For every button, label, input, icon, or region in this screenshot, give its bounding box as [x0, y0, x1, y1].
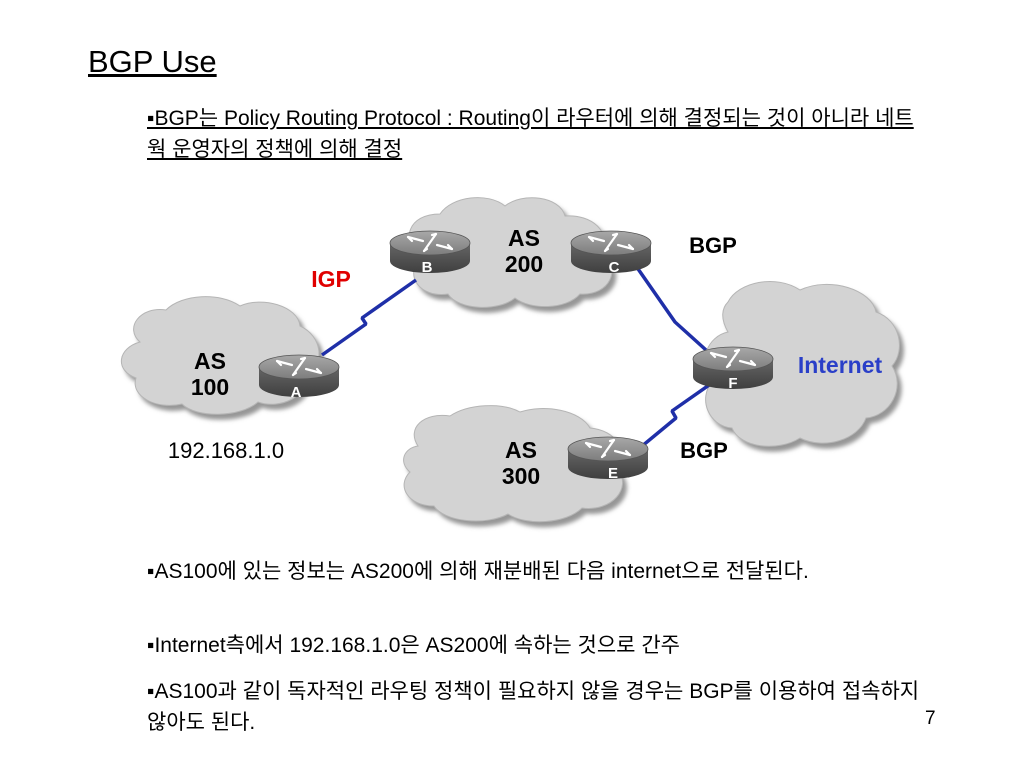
- as200-label-line2: 200: [505, 251, 543, 277]
- igp-label: IGP: [311, 266, 351, 292]
- page-title: BGP Use: [88, 44, 217, 79]
- bullet-bgp-policy: ▪BGP는 Policy Routing Protocol : Routing이…: [147, 107, 914, 161]
- router-b-label: B: [422, 259, 433, 276]
- router-a-label: A: [291, 384, 302, 401]
- router-e: E: [566, 435, 650, 482]
- router-e-label: E: [608, 465, 618, 482]
- link-a-b-igp: [320, 278, 418, 357]
- as300-label-line2: 300: [502, 463, 540, 489]
- router-b: B: [388, 229, 472, 276]
- router-c-label: C: [609, 259, 620, 276]
- as200-label-line1: AS: [508, 225, 540, 251]
- as100-label-line2: 100: [191, 374, 229, 400]
- cloud-as300: [403, 405, 624, 523]
- bgp-label-bottom: BGP: [680, 438, 728, 463]
- network-address-label: 192.168.1.0: [168, 438, 284, 463]
- internet-label: Internet: [798, 352, 883, 378]
- router-c: C: [569, 229, 653, 276]
- link-e-f: [628, 374, 724, 458]
- bullet-internet-view: ▪Internet측에서 192.168.1.0은 AS200에 속하는 것으로…: [147, 634, 680, 657]
- as300-label-line1: AS: [505, 437, 537, 463]
- page-number: 7: [925, 708, 936, 729]
- bullet-redistribution: ▪AS100에 있는 정보는 AS200에 의해 재분배된 다음 interne…: [147, 560, 809, 583]
- router-a: A: [257, 353, 341, 401]
- as100-label-line1: AS: [194, 348, 226, 374]
- link-c-f: [634, 264, 708, 352]
- bullet-no-bgp-needed: ▪AS100과 같이 독자적인 라우팅 정책이 필요하지 않을 경우는 BGP를…: [147, 680, 920, 734]
- router-f-label: F: [728, 375, 737, 392]
- router-f: F: [691, 345, 775, 392]
- bgp-label-top: BGP: [689, 233, 737, 258]
